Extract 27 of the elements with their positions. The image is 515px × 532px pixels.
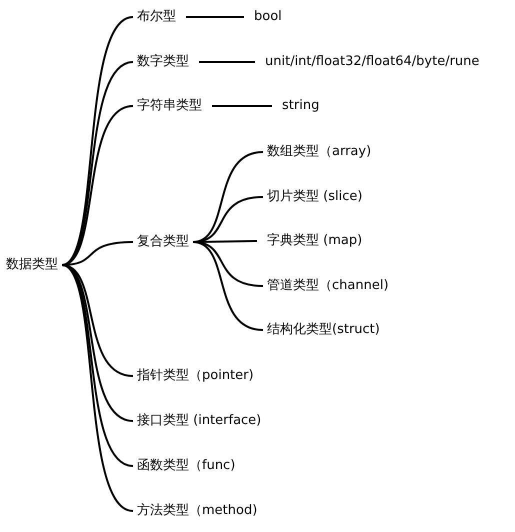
connector-line — [199, 61, 255, 63]
node-label: 数组类型（array) — [267, 144, 372, 160]
connector-line — [62, 61, 134, 266]
connector-line — [212, 105, 272, 107]
connector-line — [62, 105, 134, 266]
connector-line — [62, 264, 134, 377]
node-label: 指针类型（pointer) — [137, 368, 254, 384]
connector-line — [192, 241, 264, 331]
node-label: 接口类型 (interface) — [137, 413, 262, 429]
node-label: 切片类型 (slice) — [267, 189, 362, 205]
node-label: 管道类型（channel) — [267, 278, 389, 294]
connector-line — [62, 264, 134, 512]
node-label: 布尔型 — [137, 9, 176, 25]
connector-line — [62, 264, 134, 467]
node-label: 字符串类型 — [137, 98, 202, 114]
connector-line — [62, 264, 134, 422]
node-label: 字典类型 (map) — [267, 233, 362, 249]
node-label: 结构化类型(struct) — [267, 322, 380, 338]
node-label: string — [282, 98, 320, 114]
node-label: 方法类型（method) — [137, 503, 258, 519]
node-label: unit/int/float32/float64/byte/rune — [265, 54, 480, 70]
node-label: 函数类型（func) — [137, 458, 236, 474]
node-label: bool — [254, 9, 282, 25]
node-label: 数字类型 — [137, 54, 189, 70]
connector-line — [186, 16, 244, 18]
node-label: 数据类型 — [6, 257, 58, 273]
node-label: 复合类型 — [137, 234, 189, 250]
